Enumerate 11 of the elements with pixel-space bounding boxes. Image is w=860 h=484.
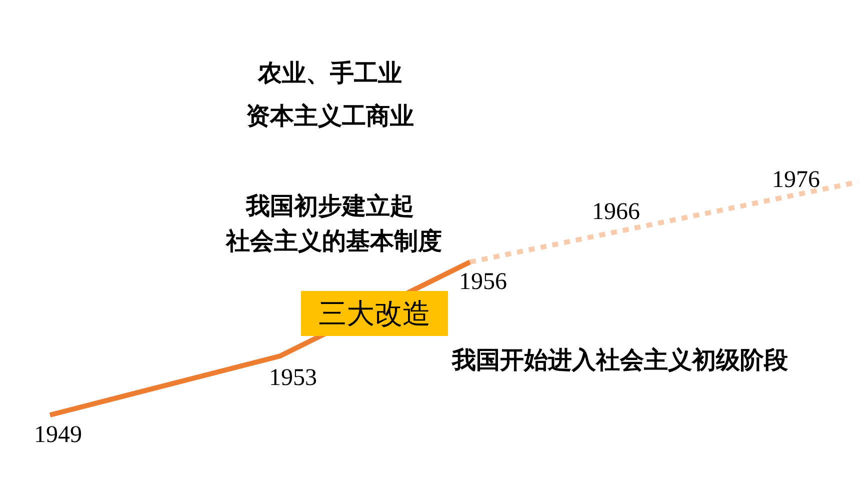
heading-text: 资本主义工商业 bbox=[246, 103, 414, 131]
year-label: 1956 bbox=[459, 269, 507, 297]
year-label: 1949 bbox=[34, 422, 82, 450]
highlight-box: 三大改造 bbox=[301, 291, 448, 336]
year-label: 1966 bbox=[592, 199, 640, 227]
note-text: 社会主义的基本制度 bbox=[226, 228, 442, 256]
year-label: 1953 bbox=[269, 365, 317, 393]
heading-text: 农业、手工业 bbox=[258, 60, 402, 88]
year-label: 1976 bbox=[772, 167, 820, 195]
note-text: 我国开始进入社会主义初级阶段 bbox=[452, 347, 788, 375]
note-text: 我国初步建立起 bbox=[246, 193, 414, 221]
